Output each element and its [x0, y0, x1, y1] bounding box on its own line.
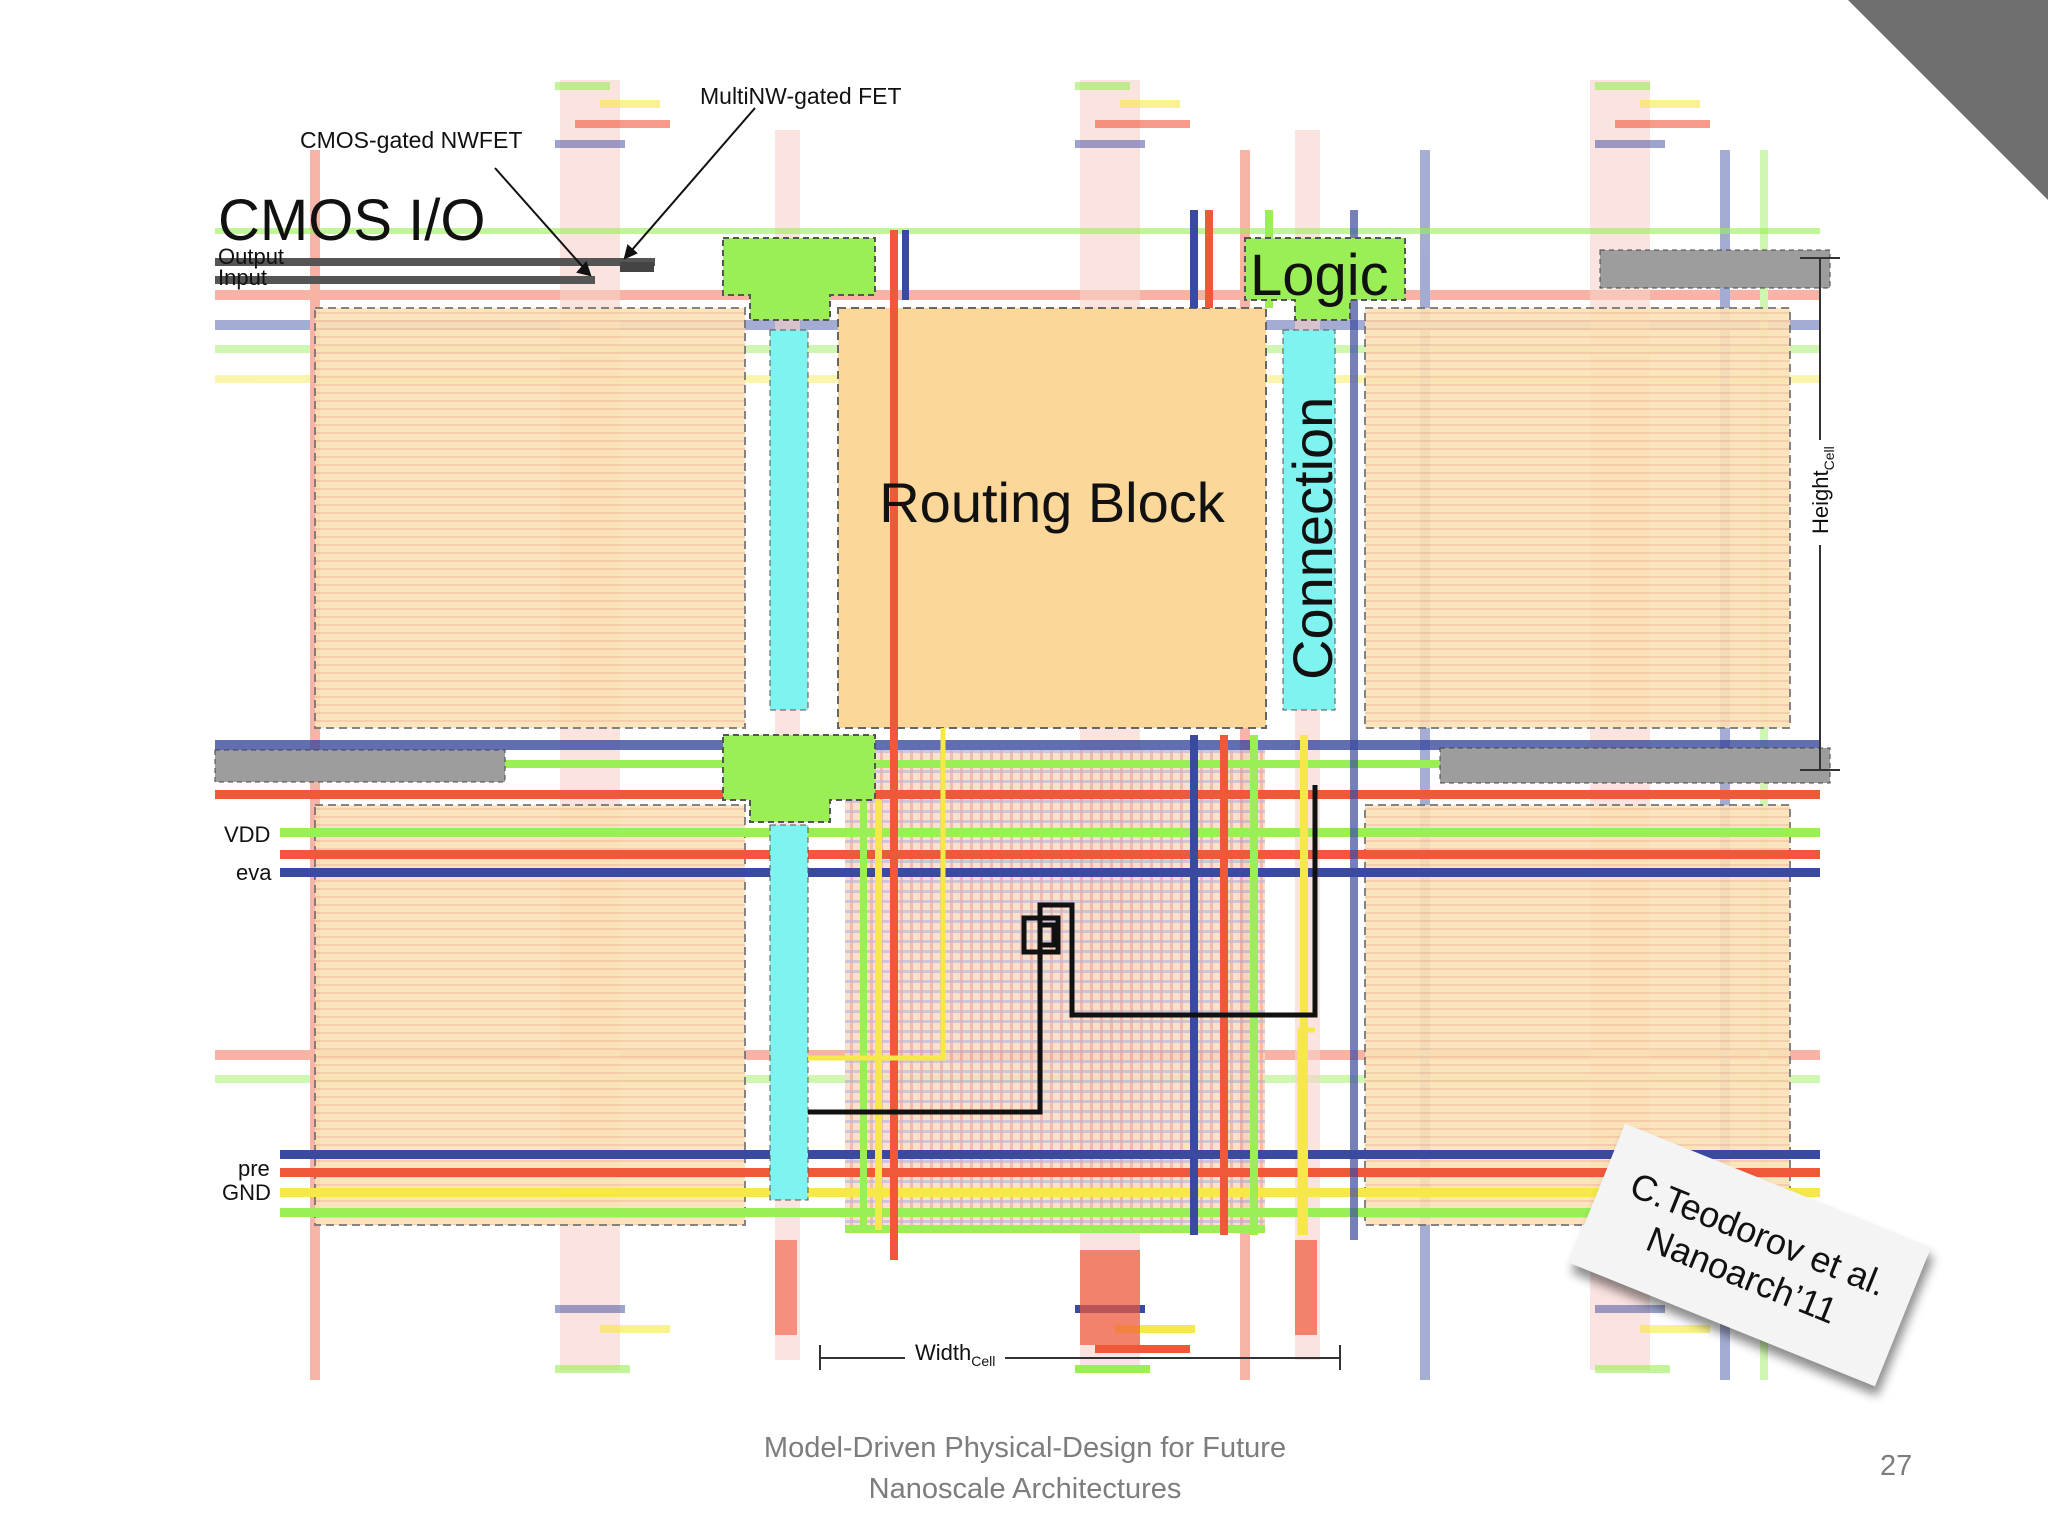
dimension-lines	[819, 257, 1840, 1370]
gnd-label: GND	[222, 1180, 271, 1205]
multinw-gated-fet-label: MultiNW-gated FET	[700, 83, 902, 109]
horizontal-wires	[215, 228, 1820, 1233]
input-label: Input	[218, 265, 267, 290]
logic-block-top-right	[1244, 237, 1406, 321]
corner-decoration	[1848, 0, 2048, 200]
stub-wires	[555, 82, 1710, 1373]
routing-block	[837, 307, 1267, 729]
eva-label: eva	[236, 860, 272, 885]
pre-label: pre	[238, 1156, 270, 1181]
height-subscript: Cell	[1821, 446, 1837, 470]
vdd-label: VDD	[224, 822, 270, 847]
yellow-signal-path-right	[1297, 1027, 1315, 1235]
routing-block-label: Routing Block	[879, 471, 1226, 534]
black-signal-path	[808, 785, 1318, 1115]
width-subscript: Cell	[971, 1353, 995, 1369]
width-label: WidthCell	[915, 1340, 995, 1369]
connection-block-right	[1282, 329, 1336, 711]
slide-footer: Model-Driven Physical-Design for Future …	[700, 1428, 1350, 1510]
logic-block-mid-left	[722, 734, 876, 823]
cmos-io-bars	[214, 249, 1831, 784]
connection-block-left	[769, 329, 809, 711]
footer-line-1: Model-Driven Physical-Design for Future	[763, 1432, 1287, 1464]
logic-label: Logic	[1250, 243, 1389, 308]
height-label: HeightCell	[1808, 446, 1837, 534]
height-label-group: HeightCell	[1808, 446, 1837, 534]
cmos-io-label: CMOS I/O	[218, 188, 485, 253]
connection-block-lower	[769, 824, 809, 1201]
page-number: 27	[1880, 1450, 1913, 1482]
cmos-gated-nwfet-label: CMOS-gated NWFET	[300, 127, 522, 153]
rail-stubs	[280, 828, 318, 1197]
logic-block-top-left	[722, 237, 876, 321]
footer-line-2: Nanoscale Architectures	[868, 1473, 1182, 1505]
annotation-arrows	[494, 107, 756, 277]
connection-label: Connection	[1281, 397, 1344, 680]
yellow-signal-path	[808, 728, 946, 1061]
output-label: Output	[218, 244, 284, 269]
